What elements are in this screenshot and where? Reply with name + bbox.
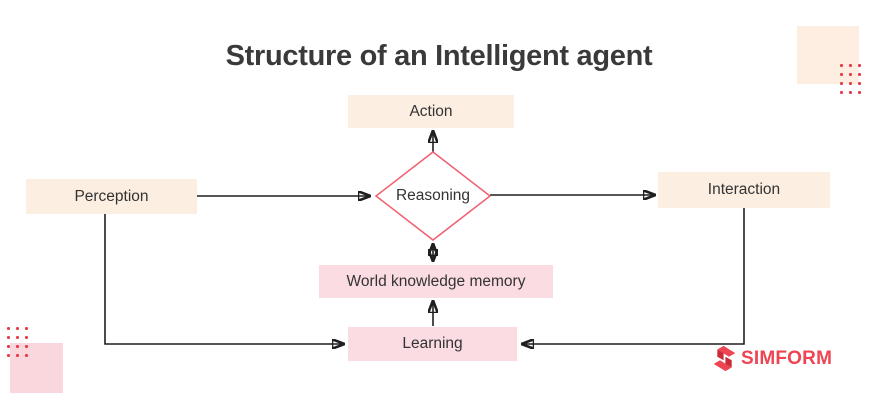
edge-perception-to-learning <box>104 214 344 344</box>
node-interaction: Interaction <box>658 172 830 208</box>
simform-logo-icon <box>713 345 736 372</box>
node-reasoning-label: Reasoning <box>395 187 471 204</box>
node-world-knowledge-memory: World knowledge memory <box>319 265 553 298</box>
node-action: Action <box>348 95 514 128</box>
simform-logo: SIMFORM <box>711 345 832 372</box>
decor-dots-bottom-left <box>4 324 31 360</box>
reasoning-diamond-shape <box>374 151 492 241</box>
node-learning: Learning <box>348 327 517 361</box>
simform-logo-text: SIMFORM <box>741 347 833 369</box>
node-perception: Perception <box>26 179 197 214</box>
decor-dots-top-right <box>837 61 864 97</box>
edge-interaction-to-learning <box>522 208 745 344</box>
diagram-title: Structure of an Intelligent agent <box>225 40 653 72</box>
